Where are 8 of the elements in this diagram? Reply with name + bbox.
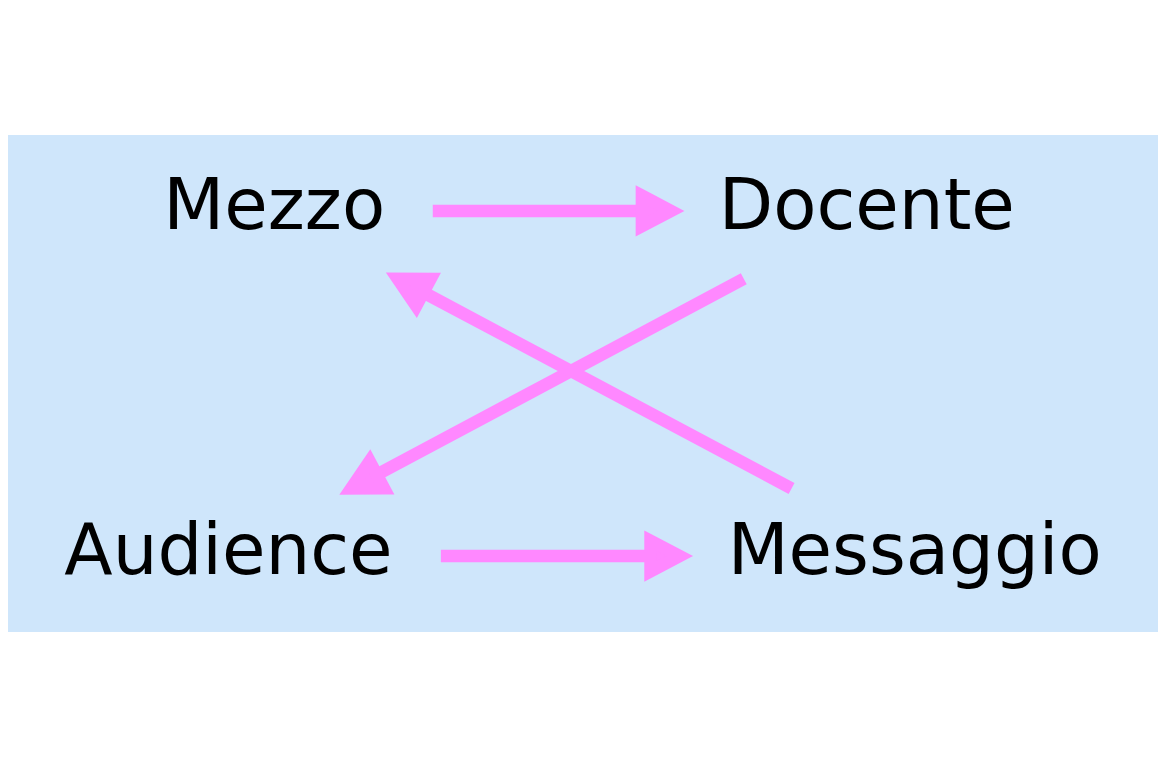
node-text: Audience <box>64 507 393 591</box>
arrow <box>385 271 795 494</box>
arrow <box>339 272 747 495</box>
arrow <box>440 530 694 582</box>
node-text: Messaggio <box>727 507 1102 591</box>
node-text: Docente <box>718 162 1015 246</box>
arrow <box>432 184 685 236</box>
node-text: Mezzo <box>163 162 386 246</box>
